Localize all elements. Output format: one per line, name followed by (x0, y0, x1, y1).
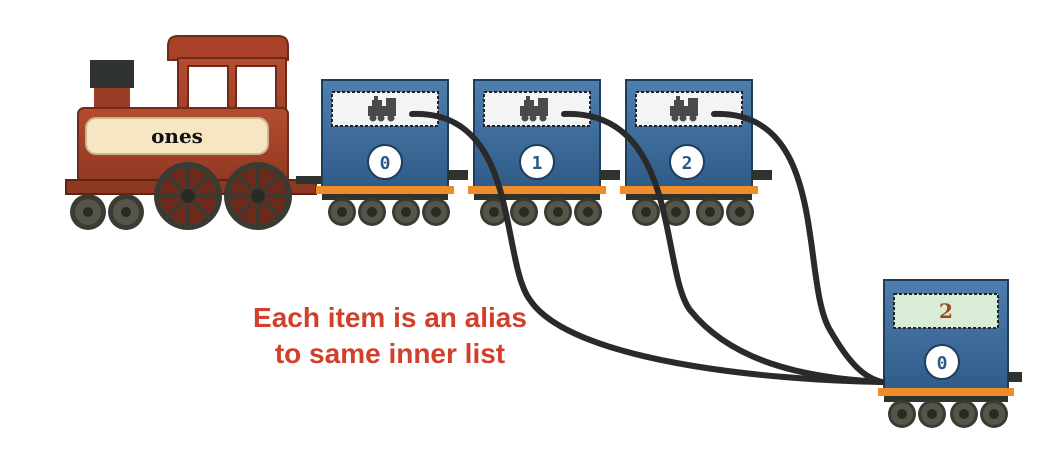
wheel (544, 198, 572, 226)
index-badge (367, 144, 403, 180)
wheel (980, 400, 1008, 428)
index-label: 2 (682, 153, 693, 174)
index-label: 0 (937, 353, 948, 374)
value-box (893, 293, 999, 329)
wheel (888, 400, 916, 428)
wheel (726, 198, 754, 226)
list-car-2: 2 (620, 79, 772, 226)
index-badge (519, 144, 555, 180)
list-car-1: 1 (468, 79, 620, 226)
inner-list-car: 2 0 (878, 279, 1022, 428)
index-badge (669, 144, 705, 180)
reference-arrow-2 (711, 110, 885, 385)
wheel (918, 400, 946, 428)
small-wheel (108, 194, 144, 230)
item-value: 2 (939, 299, 953, 323)
wheel (358, 198, 386, 226)
index-badge (924, 344, 960, 380)
small-wheel (70, 194, 106, 230)
wheel (696, 198, 724, 226)
cab-roof (167, 35, 289, 61)
reference-arrow-0 (409, 110, 885, 385)
wheel (574, 198, 602, 226)
index-label: 0 (380, 153, 391, 174)
locomotive: ones (65, 35, 326, 230)
list-car-0: 0 (316, 79, 468, 226)
wheel (392, 198, 420, 226)
variable-name: ones (151, 124, 203, 148)
wheel (510, 198, 538, 226)
reference-arrows (409, 110, 885, 385)
annotation-line-2: to same inner list (274, 338, 506, 369)
drive-wheel (224, 162, 292, 230)
annotation-line-1: Each item is an alias (253, 302, 527, 333)
wheel (632, 198, 660, 226)
wheel (422, 198, 450, 226)
annotation-text: Each item is an alias to same inner list (200, 300, 580, 372)
wheel (950, 400, 978, 428)
wheel (328, 198, 356, 226)
index-label: 1 (532, 153, 543, 174)
drive-wheel (154, 162, 222, 230)
smokestack (90, 60, 134, 88)
variable-name-box (85, 117, 269, 155)
reference-arrow-1 (561, 110, 885, 385)
